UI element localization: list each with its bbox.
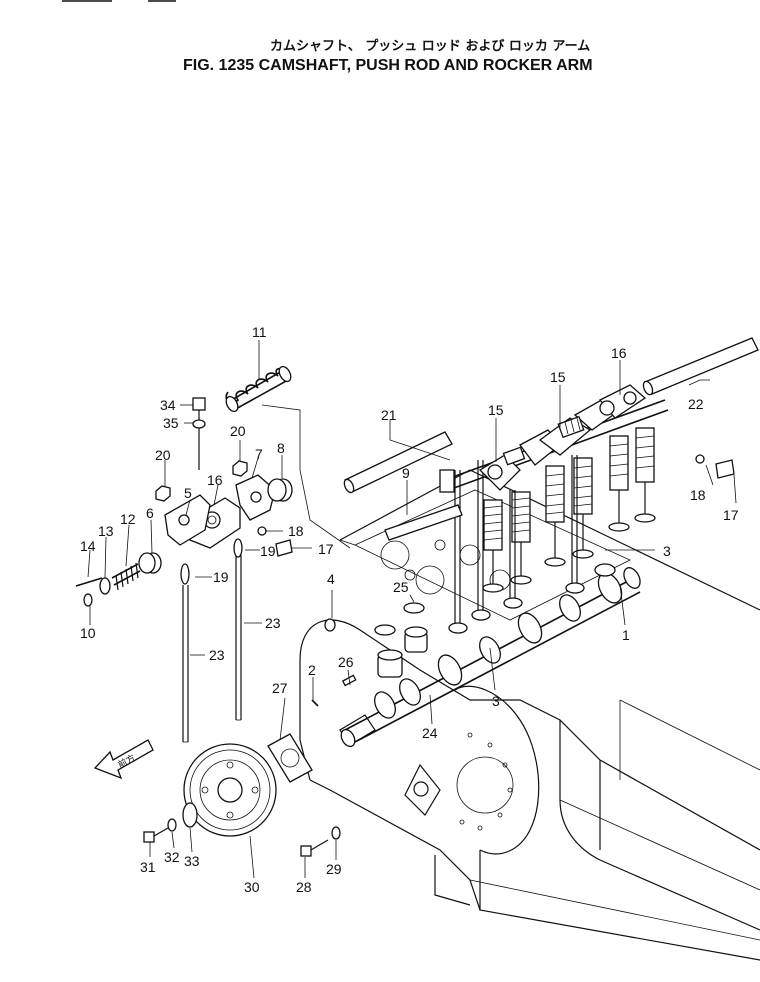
callout-13: 13 [98, 523, 114, 539]
callout-32: 32 [164, 849, 180, 865]
callout-34: 34 [160, 397, 176, 413]
callout-26: 26 [338, 654, 354, 670]
callout-18: 18 [690, 487, 706, 503]
callout-25: 25 [393, 579, 409, 595]
callout-8: 8 [277, 440, 285, 456]
callout-19: 19 [213, 569, 229, 585]
title-english: FIG. 1235 CAMSHAFT, PUSH ROD AND ROCKER … [183, 57, 593, 74]
callout-9: 9 [402, 465, 410, 481]
callout-35: 35 [163, 415, 179, 431]
tappets [374, 602, 428, 678]
callout-2: 2 [308, 662, 316, 678]
callout-19: 19 [260, 543, 276, 559]
callout-3: 3 [663, 543, 671, 559]
callout-7: 7 [255, 446, 263, 462]
valve-springs [482, 427, 656, 593]
callout-21: 21 [381, 407, 397, 423]
callout-14: 14 [80, 538, 96, 554]
callout-27: 27 [272, 680, 288, 696]
callout-16: 16 [611, 345, 627, 361]
callout-30: 30 [244, 879, 260, 895]
callout-15: 15 [550, 369, 566, 385]
direction-arrow: 前方 [93, 739, 154, 780]
engine-block [299, 469, 760, 961]
callout-18: 18 [288, 523, 304, 539]
title-japanese: カムシャフト、 プッシュ ロッド および ロッカ アーム [270, 39, 590, 54]
callout-5: 5 [184, 485, 192, 501]
engine-pushrods [448, 455, 616, 634]
callout-28: 28 [296, 879, 312, 895]
leader-lines [87, 340, 737, 879]
callout-12: 12 [120, 511, 136, 527]
callout-16: 16 [207, 472, 223, 488]
callout-3: 3 [492, 693, 500, 709]
callout-labels: 11 16 15 15 21 22 34 35 20 20 8 7 9 16 5… [80, 324, 739, 895]
spring-11 [225, 365, 292, 413]
callout-24: 24 [422, 725, 438, 741]
callout-23: 23 [265, 615, 281, 631]
rocker-shaft-assembly [439, 384, 669, 493]
callout-4: 4 [327, 571, 335, 587]
callout-31: 31 [140, 859, 156, 875]
callout-33: 33 [184, 853, 200, 869]
callout-20: 20 [230, 423, 246, 439]
callout-29: 29 [326, 861, 342, 877]
callout-17: 17 [318, 541, 334, 557]
callout-6: 6 [146, 505, 154, 521]
rocker-exploded [75, 337, 759, 632]
callout-10: 10 [80, 625, 96, 641]
callout-20: 20 [155, 447, 171, 463]
callout-11: 11 [252, 324, 267, 340]
callout-15: 15 [488, 402, 504, 418]
callout-1: 1 [622, 627, 630, 643]
callout-23: 23 [209, 647, 225, 663]
camshaft [339, 567, 641, 748]
spring-12 [111, 562, 141, 591]
callout-17: 17 [723, 507, 739, 523]
callout-22: 22 [688, 396, 704, 412]
gear-group [143, 699, 341, 857]
pushrod-exploded [180, 538, 243, 743]
